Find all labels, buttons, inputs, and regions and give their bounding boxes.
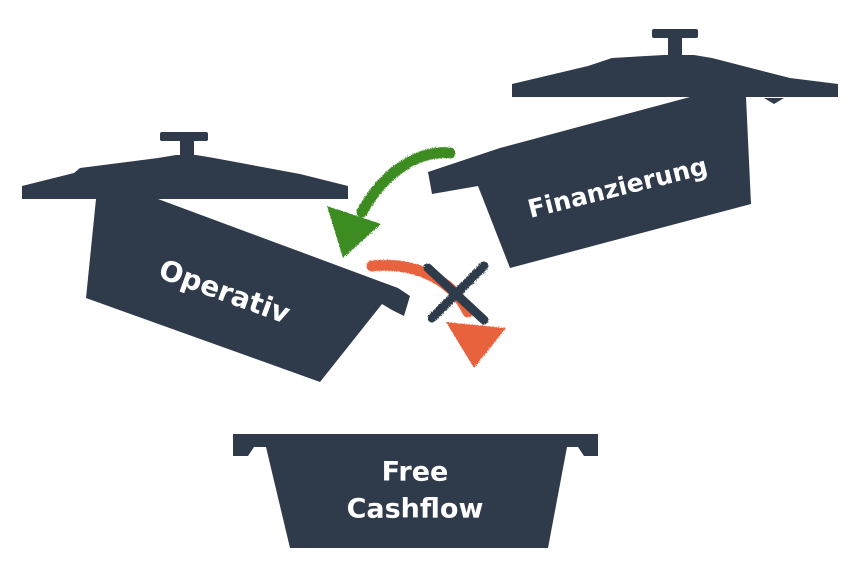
free-cashflow-label-line1: Free xyxy=(382,457,449,488)
allowed-flow-arrowhead xyxy=(327,206,381,258)
operativ-lid xyxy=(22,132,348,199)
finanzierung-pot: Finanzierung xyxy=(428,29,838,268)
free-cashflow-label-line2: Cashflow xyxy=(347,494,484,525)
allowed-flow-arrow xyxy=(327,147,456,258)
blocked-flow-arrowhead xyxy=(446,322,506,368)
finanzierung-lid xyxy=(512,29,838,97)
free-cashflow-pot: Free Cashflow xyxy=(233,434,598,548)
finanzierung-body: Finanzierung xyxy=(428,97,784,268)
operativ-body: Operativ xyxy=(86,199,410,382)
blocked-cross-icon xyxy=(423,261,489,325)
allowed-flow-arrow-shaft xyxy=(356,147,456,218)
operativ-pot: Operativ xyxy=(22,132,410,382)
